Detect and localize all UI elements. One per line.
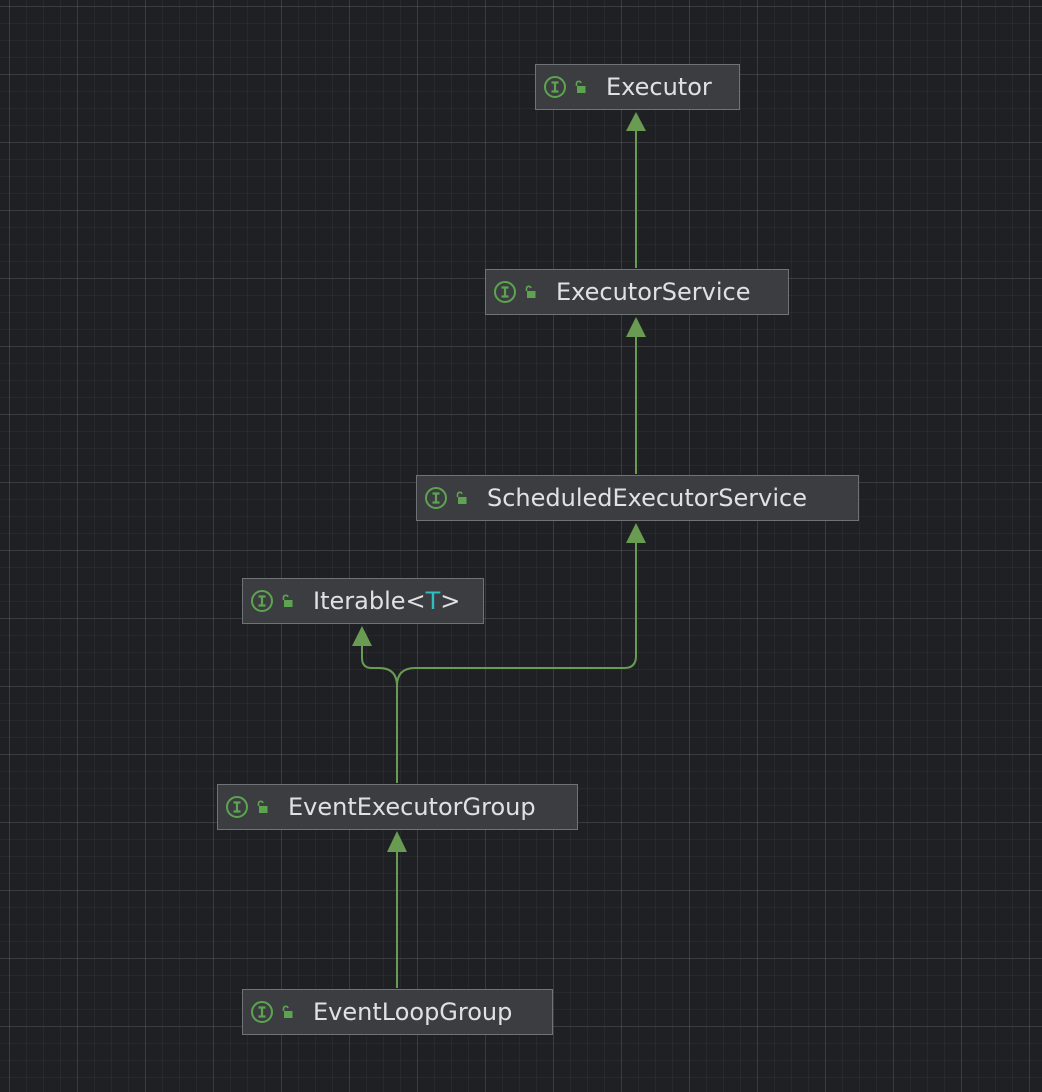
node-name: Iterable — [313, 587, 406, 615]
interface-icon — [251, 590, 273, 612]
interface-icon — [494, 281, 516, 303]
interface-icon — [226, 796, 248, 818]
node-eventexecutorgroup[interactable]: EventExecutorGroup — [217, 784, 578, 830]
unlocked-icon — [257, 800, 268, 813]
unlocked-icon — [456, 491, 467, 504]
node-eventloopgroup[interactable]: EventLoopGroup — [242, 989, 553, 1035]
interface-icon — [251, 1001, 273, 1023]
node-label: EventExecutorGroup — [288, 793, 536, 821]
arrowhead-executor — [626, 112, 646, 131]
arrowhead-scheduledexecutorservice — [626, 523, 646, 543]
node-executorservice[interactable]: ExecutorService — [485, 269, 789, 315]
node-label: Executor — [606, 73, 712, 101]
node-scheduledexecutorservice[interactable]: ScheduledExecutorService — [416, 475, 859, 521]
arrowhead-executorservice — [626, 317, 646, 337]
edge-eventexecutorgroup-to-scheduledexecutorservice — [396, 538, 637, 783]
node-label: ScheduledExecutorService — [487, 484, 807, 512]
node-label: Iterable<T> — [313, 587, 461, 615]
interface-icon — [425, 487, 447, 509]
interface-icon — [544, 76, 566, 98]
arrowhead-eventexecutorgroup — [387, 831, 407, 852]
type-parameter: T — [425, 587, 441, 615]
unlocked-icon — [525, 285, 536, 298]
node-iterable[interactable]: Iterable<T> — [242, 578, 484, 624]
edge-eventexecutorgroup-to-iterable — [361, 641, 398, 687]
unlocked-icon — [282, 1005, 293, 1018]
unlocked-icon — [575, 80, 586, 93]
unlocked-icon — [282, 594, 293, 607]
node-executor[interactable]: Executor — [535, 64, 740, 110]
arrowhead-iterable — [352, 626, 372, 646]
node-label: ExecutorService — [556, 278, 751, 306]
node-label: EventLoopGroup — [313, 998, 513, 1026]
